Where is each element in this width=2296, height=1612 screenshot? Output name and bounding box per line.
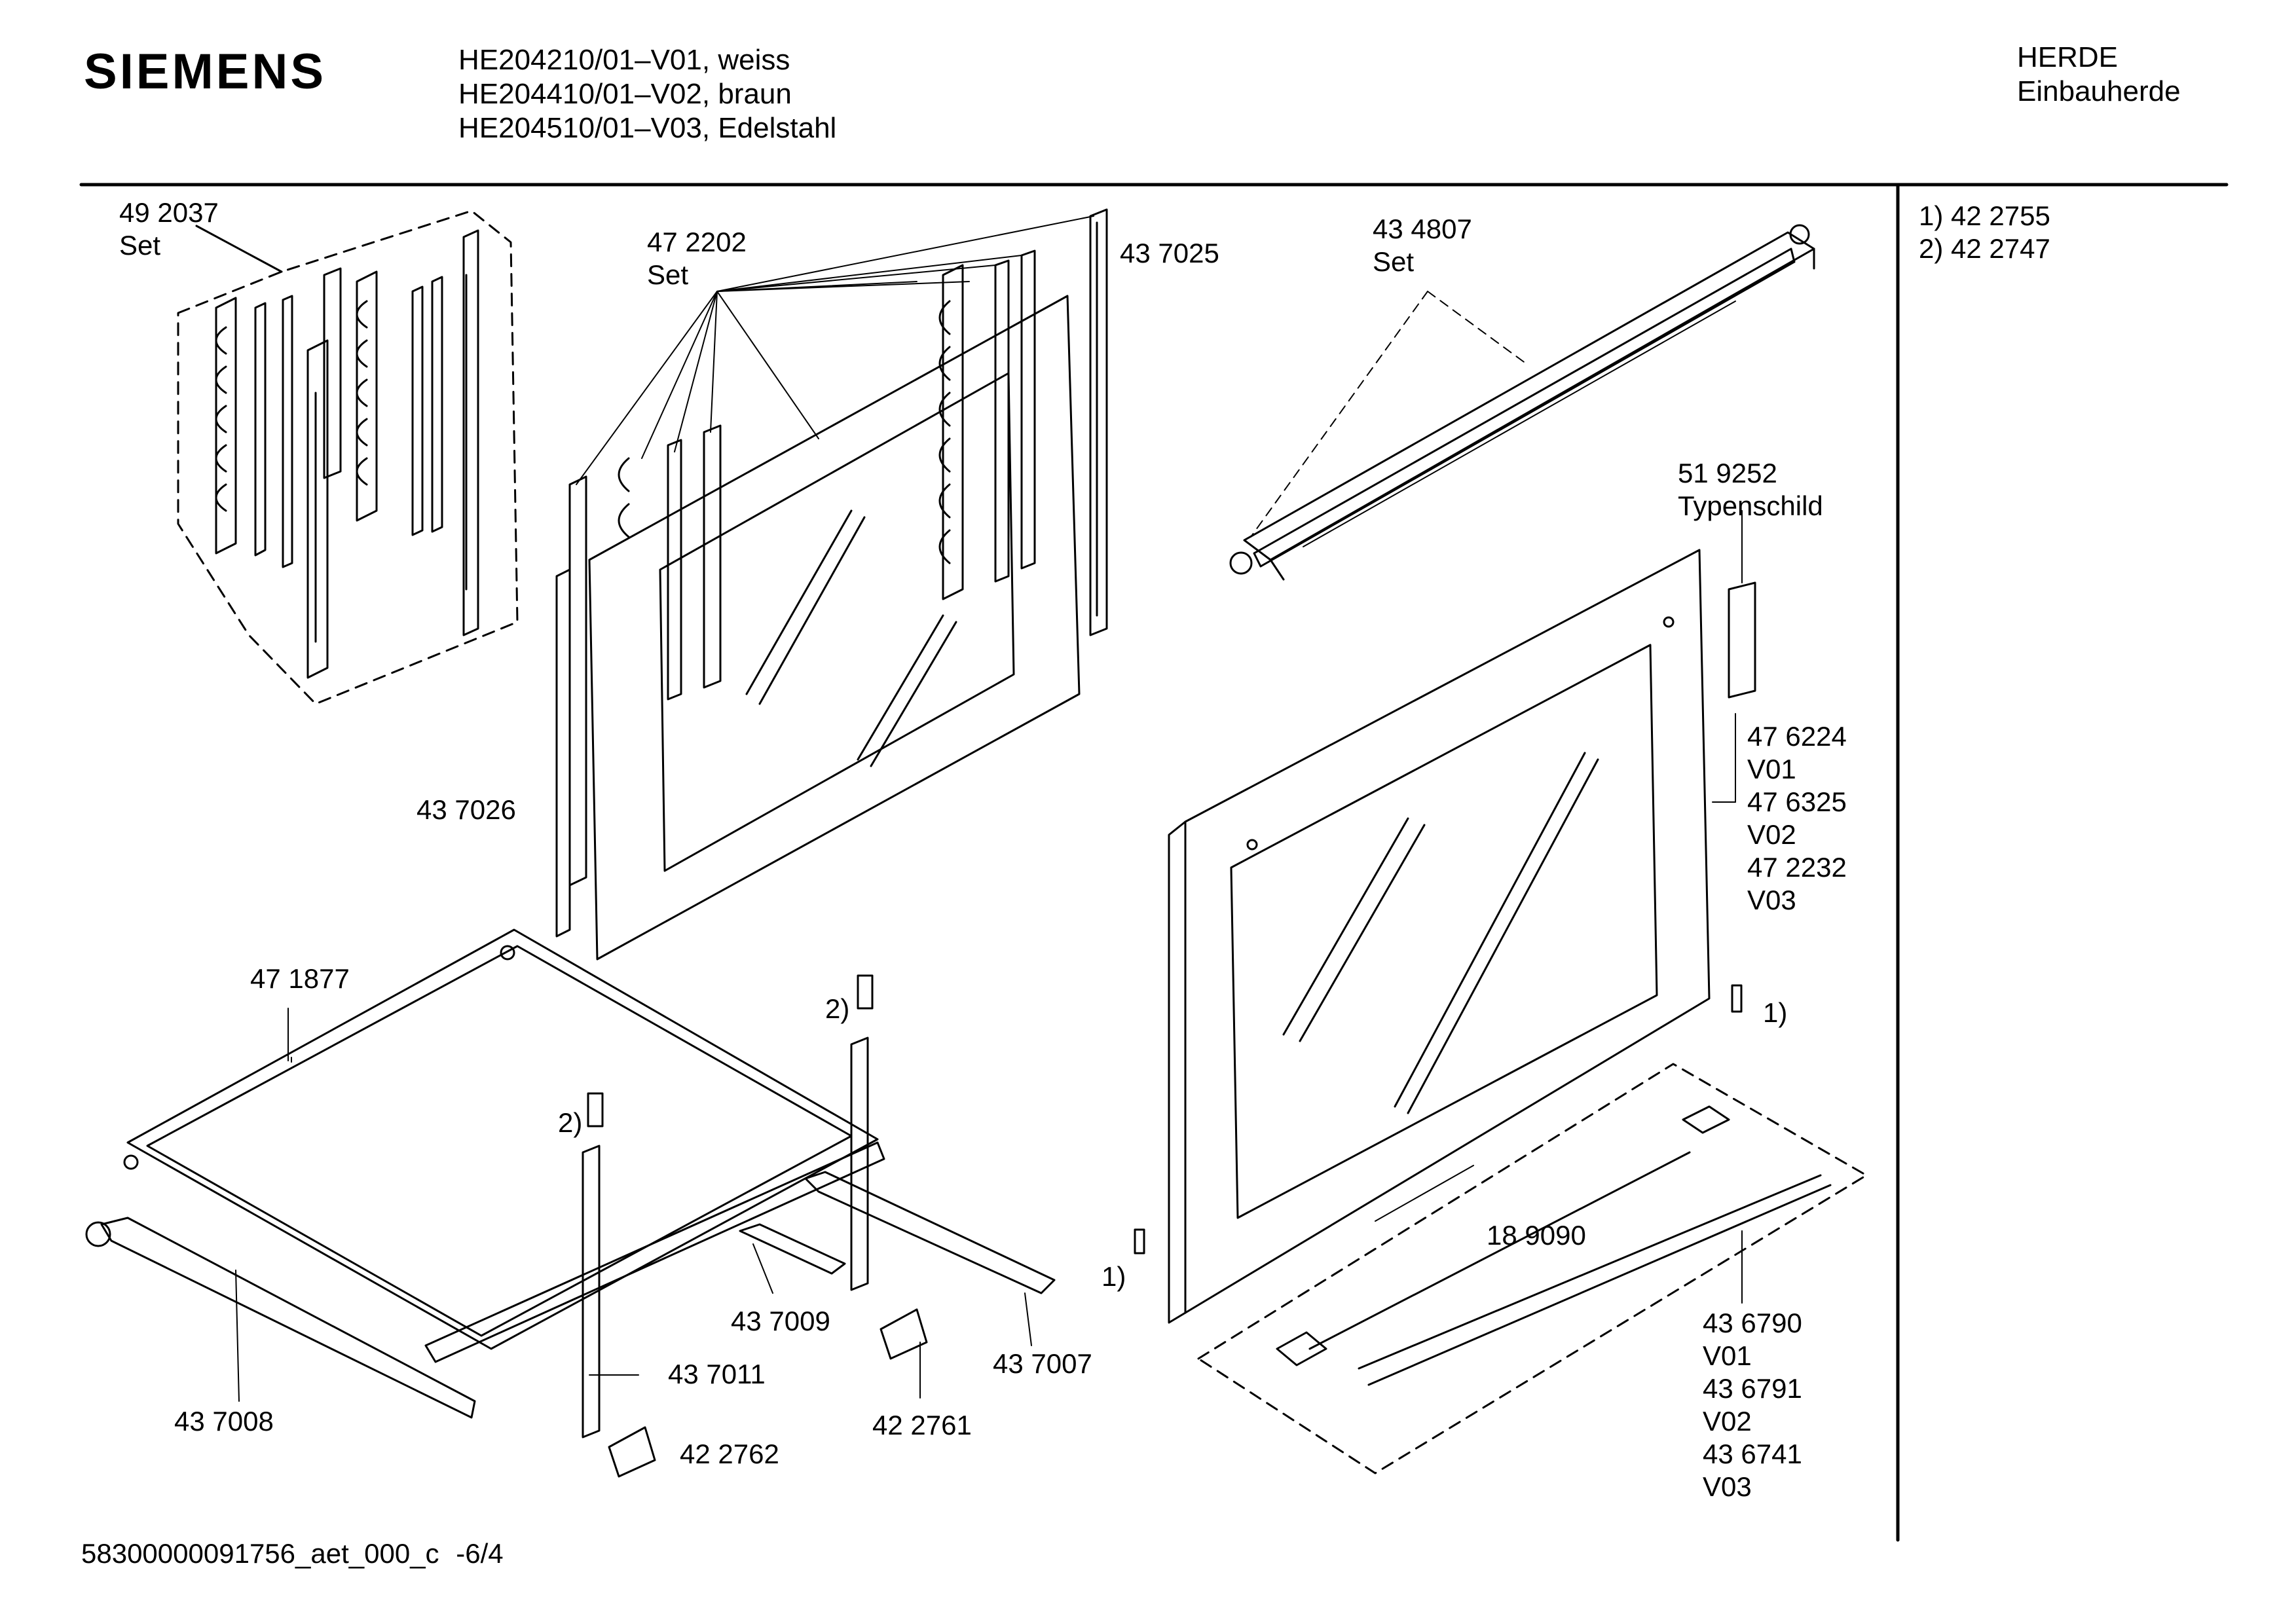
part-number: 49 2037 (119, 197, 219, 228)
label-door-variants: 47 6224 V01 47 6325 V02 47 2232 V03 (1747, 720, 1847, 917)
variant-code: V03 (1747, 885, 1796, 915)
part-note: Set (119, 230, 161, 261)
label-43-7007: 43 7007 (993, 1348, 1092, 1379)
rack-set-group (178, 211, 517, 704)
page-number: -6/4 (456, 1538, 504, 1569)
label-47-2202: 47 2202 Set (647, 226, 747, 291)
label-43-7008: 43 7008 (174, 1406, 274, 1437)
label-note2-ref-a: 2) (825, 993, 850, 1024)
label-43-7011: 43 7011 (668, 1359, 766, 1389)
label-42-2762: 42 2762 (680, 1438, 779, 1469)
siemens-logo: SIEMENS (84, 44, 327, 100)
label-18-9090: 18 9090 (1487, 1220, 1586, 1251)
part-note: Set (647, 259, 689, 290)
part-note: Set (1373, 246, 1415, 277)
model-line: HE204510/01–V03, Edelstahl (458, 112, 837, 144)
label-note2-ref-b: 2) (558, 1107, 583, 1138)
label-43-7025: 43 7025 (1120, 238, 1219, 268)
note-item: 2) 42 2747 (1919, 233, 2050, 264)
label-43-7009: 43 7009 (731, 1306, 830, 1336)
bottom-tray-assembly (86, 930, 1054, 1476)
model-list: HE204210/01–V01, weiss HE204410/01–V02, … (458, 43, 836, 145)
rear-glass-assembly (557, 210, 1107, 959)
label-note1-ref: 1) (1763, 997, 1788, 1028)
front-door (1135, 550, 1741, 1323)
part-number: 43 6791 (1703, 1373, 1802, 1404)
variant-code: V02 (1747, 819, 1796, 850)
part-note: Typenschild (1678, 490, 1823, 521)
door-handle-group (1198, 1064, 1866, 1473)
category: HERDE (2017, 41, 2119, 73)
part-number: 47 6224 (1747, 721, 1847, 752)
part-number: 51 9252 (1678, 458, 1777, 488)
type-plate-shape (1729, 583, 1755, 697)
label-47-1877: 47 1877 (250, 963, 350, 994)
model-line: HE204410/01–V02, braun (458, 78, 792, 110)
subcategory: Einbauherde (2017, 75, 2181, 107)
part-number: 47 2202 (647, 227, 747, 257)
variant-code: V03 (1703, 1471, 1752, 1502)
label-43-4807: 43 4807 Set (1373, 213, 1472, 278)
note-item: 1) 42 2755 (1919, 200, 2050, 231)
label-42-2761: 42 2761 (872, 1410, 972, 1440)
label-49-2037: 49 2037 Set (119, 196, 219, 262)
variant-code: V02 (1703, 1406, 1752, 1437)
part-number: 43 6790 (1703, 1308, 1802, 1338)
variant-code: V01 (1747, 754, 1796, 784)
part-number: 43 4807 (1373, 213, 1472, 244)
category-block: HERDE Einbauherde (2017, 41, 2181, 109)
document-code: 58300000091756_aet_000_c (81, 1538, 439, 1569)
label-51-9252: 51 9252 Typenschild (1678, 457, 1823, 522)
notes-list: 1) 42 2755 2) 42 2747 (1919, 200, 2050, 265)
part-number: 43 6741 (1703, 1438, 1802, 1469)
model-line: HE204210/01–V01, weiss (458, 44, 790, 76)
part-number: 47 6325 (1747, 786, 1847, 817)
label-handle-variants: 43 6790 V01 43 6791 V02 43 6741 V03 (1703, 1307, 1802, 1503)
top-trim-rail (1231, 225, 1814, 579)
label-note1-ref-b: 1) (1102, 1261, 1126, 1292)
part-number: 47 2232 (1747, 852, 1847, 883)
footer: 58300000091756_aet_000_c -6/4 (81, 1537, 504, 1570)
variant-code: V01 (1703, 1340, 1752, 1371)
label-43-7026: 43 7026 (417, 794, 516, 825)
